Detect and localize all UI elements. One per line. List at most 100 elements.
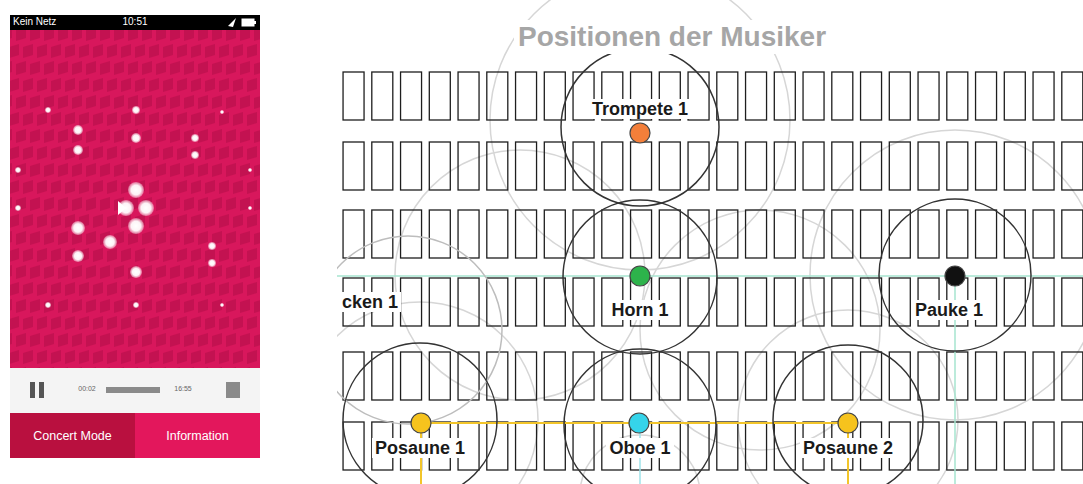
seat-pattern	[198, 61, 208, 75]
seat-pattern	[10, 112, 19, 126]
seat-pattern	[44, 61, 54, 75]
seat-pattern	[93, 112, 103, 126]
seat-pattern	[58, 95, 68, 109]
seat-rect	[918, 352, 939, 400]
seat-pattern	[100, 129, 110, 143]
seat-pattern	[72, 95, 82, 109]
seat-pattern	[16, 367, 26, 368]
musician-circle: Trompete 1	[560, 47, 720, 207]
seat-pattern	[16, 299, 26, 313]
seat-pattern	[114, 129, 124, 143]
seat-pattern	[100, 95, 110, 109]
seat-rect	[803, 210, 824, 258]
seat-pattern	[254, 129, 260, 143]
seat-pattern	[121, 350, 131, 364]
seat-pattern	[212, 163, 222, 177]
seat-pattern	[205, 180, 215, 194]
seat-pattern	[121, 112, 131, 126]
seat-pattern	[170, 129, 180, 143]
seat-pattern	[247, 350, 257, 364]
seat-pattern	[233, 112, 243, 126]
circle-outline	[563, 348, 717, 484]
seat-pattern	[37, 350, 47, 364]
seat-rect	[401, 72, 422, 120]
musician-dot	[128, 218, 144, 234]
seat-pattern	[170, 95, 180, 109]
seat-pattern	[205, 350, 215, 364]
seat-pattern	[254, 367, 260, 368]
seat-pattern	[58, 61, 68, 75]
seat-pattern	[184, 61, 194, 75]
seat-rect	[889, 210, 910, 258]
location-icon	[228, 18, 236, 27]
seat-pattern	[51, 112, 61, 126]
seat-pattern	[156, 231, 166, 245]
seat-pattern	[212, 367, 222, 368]
seat-rect	[1062, 72, 1083, 120]
seat-pattern	[254, 231, 260, 245]
seat-pattern	[10, 214, 19, 228]
seat-rect	[1004, 352, 1025, 400]
seat-rect	[1004, 422, 1025, 470]
seat-pattern	[10, 265, 12, 279]
seat-pattern	[191, 44, 201, 58]
seat-pattern	[219, 112, 229, 126]
seat-rect	[803, 352, 824, 400]
seat-rect	[1062, 142, 1083, 190]
seat-pattern	[254, 30, 260, 41]
seat-pattern	[16, 231, 26, 245]
seat-pattern	[10, 129, 12, 143]
seat-rect	[947, 422, 968, 470]
seat-pattern	[114, 163, 124, 177]
circle-outline	[337, 236, 502, 424]
seat-pattern	[226, 95, 236, 109]
seat-pattern	[240, 61, 250, 75]
seat-rect	[516, 422, 537, 470]
seat-pattern	[37, 316, 47, 330]
seat-pattern	[10, 367, 12, 368]
seat-pattern	[51, 350, 61, 364]
seat-pattern	[51, 316, 61, 330]
musician-dot	[133, 302, 139, 308]
seat-pattern	[10, 333, 12, 347]
seat-pattern	[86, 265, 96, 279]
seat-pattern	[198, 231, 208, 245]
musician-dot	[128, 182, 144, 198]
seat-pattern	[170, 367, 180, 368]
seat-pattern	[219, 44, 229, 58]
progress-bar	[106, 387, 160, 393]
seat-pattern	[233, 350, 243, 364]
seat-pattern	[177, 350, 187, 364]
seat-pattern	[16, 197, 26, 211]
seat-rect	[458, 142, 479, 190]
seat-pattern	[65, 316, 75, 330]
seat-pattern	[163, 282, 173, 296]
seat-rect	[976, 142, 997, 190]
circle-outline	[563, 200, 717, 354]
seat-rect	[918, 142, 939, 190]
seat-pattern	[128, 61, 138, 75]
seat-rect	[544, 278, 565, 326]
seat-rect	[516, 352, 537, 400]
seat-pattern	[170, 299, 180, 313]
seat-pattern	[233, 214, 243, 228]
circle-outline	[879, 199, 1031, 351]
seat-pattern	[10, 197, 12, 211]
seat-rect	[1033, 142, 1054, 190]
seat-pattern	[163, 350, 173, 364]
pause-icon	[39, 382, 44, 398]
seat-pattern	[30, 333, 40, 347]
seat-pattern	[51, 78, 61, 92]
seat-pattern	[226, 197, 236, 211]
seat-pattern	[30, 61, 40, 75]
seat-pattern	[177, 44, 187, 58]
seat-pattern	[233, 78, 243, 92]
status-bar	[10, 15, 260, 30]
seat-pattern	[142, 129, 152, 143]
seat-pattern	[10, 146, 19, 160]
instrument-label: Oboe 1	[606, 438, 673, 459]
seat-rect	[343, 422, 364, 470]
diagram-title: Positionen der Musiker	[514, 20, 830, 54]
seat-rect	[976, 210, 997, 258]
seat-pattern	[128, 333, 138, 347]
